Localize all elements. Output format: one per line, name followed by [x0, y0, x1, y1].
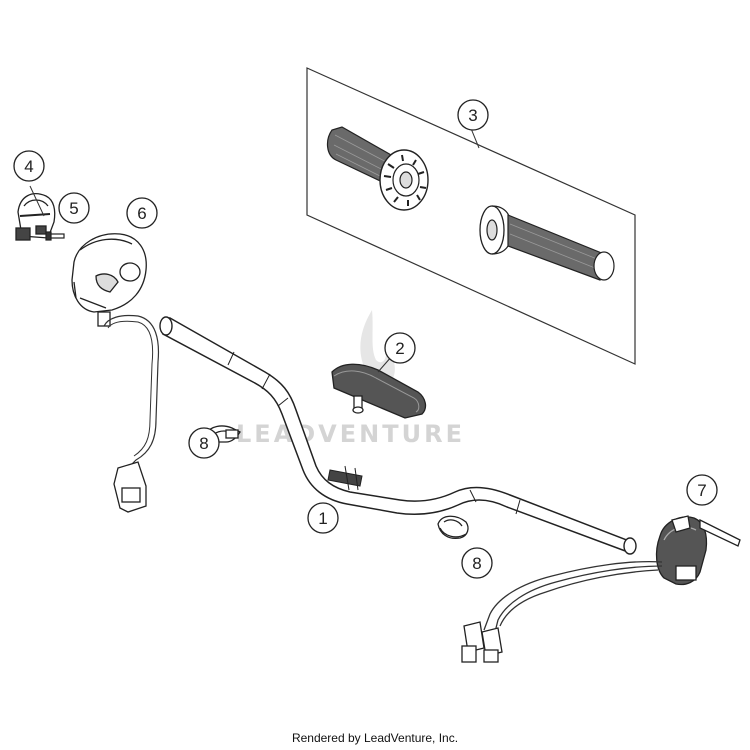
clamp[interactable] — [15, 193, 56, 241]
callout-8-upper[interactable]: 8 — [188, 427, 220, 459]
screw[interactable] — [45, 231, 65, 241]
left-grip[interactable] — [326, 126, 429, 211]
callout-1[interactable]: 1 — [307, 502, 339, 534]
handlebar[interactable] — [159, 316, 637, 555]
callout-5-label: 5 — [69, 199, 78, 218]
callout-8-lower[interactable]: 8 — [461, 547, 493, 579]
right-switch[interactable] — [461, 515, 741, 663]
callout-7-label: 7 — [697, 481, 706, 500]
watermark-flame-icon — [360, 310, 395, 385]
grip-panel-frame — [306, 67, 636, 365]
callout-1-label: 1 — [318, 509, 327, 528]
callout-7[interactable]: 7 — [686, 474, 718, 506]
callout-8-lower-label: 8 — [472, 554, 481, 573]
handlebar-pad[interactable] — [331, 363, 427, 419]
callout-3-label: 3 — [468, 106, 477, 125]
callout-5[interactable]: 5 — [58, 192, 90, 224]
watermark-text: LEADVENTURE — [236, 420, 465, 448]
callout-4[interactable]: 4 — [13, 150, 45, 182]
left-switch[interactable] — [71, 233, 160, 513]
cable-clip-lower[interactable] — [437, 515, 469, 540]
callout-6-label: 6 — [137, 204, 146, 223]
footer-credit: Rendered by LeadVenture, Inc. — [291, 731, 459, 745]
callout-2-label: 2 — [395, 339, 404, 358]
callout-4-label: 4 — [24, 157, 33, 176]
grip-set-panel[interactable] — [306, 67, 636, 365]
callout-3[interactable]: 3 — [457, 99, 489, 131]
watermark: LEADVENTURE — [236, 310, 465, 448]
callout-2[interactable]: 2 — [384, 332, 416, 364]
callout-6[interactable]: 6 — [126, 197, 158, 229]
callout-8-upper-label: 8 — [199, 434, 208, 453]
right-grip[interactable] — [479, 205, 615, 281]
